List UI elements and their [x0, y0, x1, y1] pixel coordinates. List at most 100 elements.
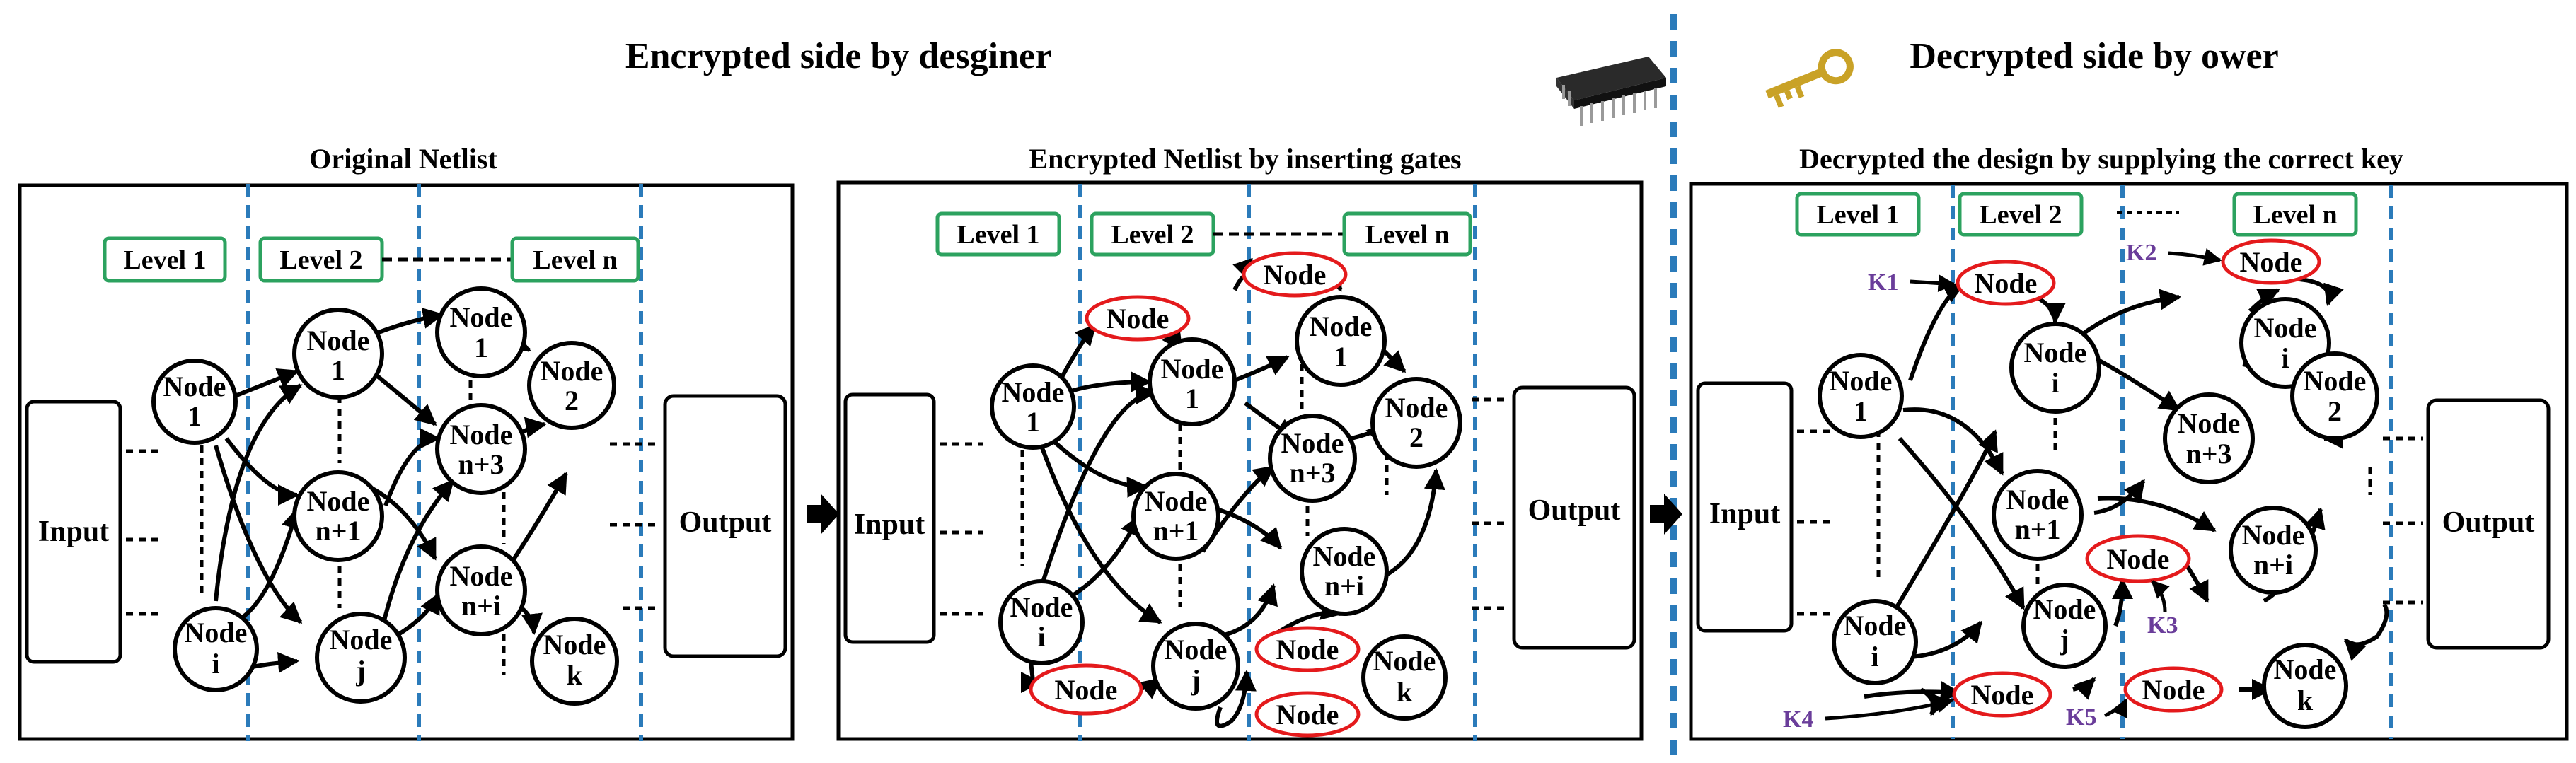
- input-block: Input: [25, 400, 122, 664]
- panel-title-original: Original Netlist: [309, 143, 497, 175]
- panel-decrypted-netlist: Decrypted the design by supplying the co…: [1689, 143, 2569, 741]
- enc-node-i: Node: [1010, 591, 1073, 623]
- key-gate-3: [2085, 534, 2191, 583]
- key-gate-2: [2221, 238, 2321, 285]
- dec-node-i-l3: Node: [2254, 312, 2317, 344]
- svg-text:Node: Node: [1276, 699, 1339, 730]
- svg-text:Input: Input: [1709, 498, 1780, 530]
- svg-text:Level 1: Level 1: [1816, 200, 1899, 230]
- panel-title-encrypted: Encrypted Netlist by inserting gates: [1029, 143, 1461, 175]
- level-2-box-p3: Level 2: [1958, 192, 2084, 237]
- svg-text:2: 2: [2328, 395, 2342, 427]
- svg-text:j: j: [2059, 624, 2069, 656]
- panel-original-netlist: Original Netlist Level 1 Level 2 Level n…: [18, 143, 795, 741]
- dec-node-j: Node: [2033, 593, 2096, 625]
- node-1-l1: Node: [163, 371, 226, 402]
- svg-text:i: i: [212, 648, 219, 680]
- key-k5: K5: [2066, 704, 2096, 730]
- svg-text:j: j: [355, 655, 365, 687]
- key-icon: [1765, 49, 1854, 108]
- enc-node-1-l3: Node: [1310, 310, 1373, 342]
- svg-text:1: 1: [474, 332, 488, 363]
- dec-node-n3: Node: [2178, 407, 2241, 439]
- svg-text:Input: Input: [854, 508, 925, 541]
- enc-node-j: Node: [1165, 634, 1228, 665]
- inserted-gate-1: [1085, 295, 1191, 342]
- node-2: Node: [541, 355, 603, 387]
- node-n3: Node: [450, 419, 513, 450]
- enc-node-1-l1: Node: [1002, 376, 1065, 408]
- svg-text:Level n: Level n: [533, 245, 617, 275]
- svg-text:j: j: [1190, 664, 1200, 696]
- dec-node-i-l2: Node: [2024, 337, 2087, 368]
- dec-node-n1: Node: [2006, 484, 2069, 516]
- inserted-gate-4: [1254, 626, 1361, 672]
- enc-node-n1: Node: [1145, 485, 1208, 517]
- svg-text:i: i: [2051, 367, 2059, 399]
- enc-node-ni: Node: [1313, 540, 1376, 572]
- key-k3: K3: [2147, 612, 2178, 639]
- dec-node-k: Node: [2274, 653, 2337, 685]
- chip-icon: [1556, 57, 1666, 126]
- transition-arrow-1: [807, 494, 839, 535]
- svg-text:Node: Node: [1264, 259, 1327, 291]
- enc-node-1-l2: Node: [1161, 353, 1224, 385]
- svg-text:1: 1: [1185, 383, 1199, 414]
- svg-text:1: 1: [331, 354, 345, 386]
- input-block-p2: Input: [843, 392, 936, 644]
- svg-text:Output: Output: [679, 506, 772, 539]
- svg-text:k: k: [567, 659, 583, 691]
- dec-node-1: Node: [1830, 365, 1893, 397]
- svg-text:Node: Node: [2107, 543, 2170, 575]
- node-ni: Node: [450, 560, 513, 592]
- svg-text:n+i: n+i: [1324, 570, 1364, 602]
- svg-text:i: i: [2281, 342, 2289, 374]
- key-k4: K4: [1783, 706, 1813, 733]
- svg-text:i: i: [1037, 621, 1045, 653]
- svg-text:Level 1: Level 1: [123, 245, 206, 275]
- key-k2: K2: [2126, 240, 2156, 266]
- level-2-box: Level 2: [258, 236, 384, 283]
- level-n-box-p3: Level n: [2232, 192, 2358, 237]
- output-block-p3: Output: [2426, 398, 2551, 650]
- output-block: Output: [663, 394, 787, 658]
- transition-arrow-2: [1650, 494, 1682, 535]
- svg-text:1: 1: [1334, 341, 1348, 373]
- svg-text:Node: Node: [1975, 267, 2038, 299]
- dec-node-i: Node: [1844, 610, 1907, 641]
- svg-text:k: k: [1397, 676, 1413, 708]
- svg-text:Level 2: Level 2: [1111, 220, 1194, 250]
- svg-text:Input: Input: [38, 516, 109, 548]
- svg-text:Output: Output: [1528, 494, 1621, 527]
- svg-text:Node: Node: [1276, 634, 1339, 665]
- svg-text:Level 1: Level 1: [957, 220, 1039, 250]
- node-j: Node: [330, 624, 393, 656]
- svg-text:Node: Node: [2142, 674, 2205, 706]
- inserted-gate-3: [1029, 663, 1143, 716]
- svg-text:2: 2: [1409, 421, 1423, 453]
- panel-encrypted-netlist: Encrypted Netlist by inserting gates Lev…: [836, 143, 1644, 741]
- node-1-l3: Node: [450, 301, 513, 333]
- key-k1: K1: [1868, 269, 1898, 296]
- svg-text:Node: Node: [1055, 674, 1118, 706]
- dec-node-2: Node: [2304, 365, 2367, 397]
- svg-text:Level 2: Level 2: [1979, 200, 2062, 230]
- svg-text:1: 1: [187, 400, 202, 432]
- level-n-box: Level n: [510, 236, 640, 283]
- node-k: Node: [543, 629, 606, 660]
- key-gate-5: [2123, 666, 2224, 713]
- svg-text:k: k: [2297, 685, 2314, 716]
- level-1-box: Level 1: [103, 236, 227, 283]
- panel-title-decrypted: Decrypted the design by supplying the co…: [1799, 143, 2403, 175]
- node-n1: Node: [307, 485, 370, 517]
- level-2-box-p2: Level 2: [1090, 211, 1215, 257]
- output-block-p2: Output: [1512, 385, 1636, 650]
- svg-text:n+i: n+i: [2253, 549, 2293, 581]
- svg-text:n+1: n+1: [2014, 513, 2060, 545]
- inserted-gate-5: [1254, 691, 1361, 738]
- svg-text:n+i: n+i: [461, 590, 501, 622]
- level-n-box-p2: Level n: [1342, 211, 1472, 257]
- svg-text:1: 1: [1854, 395, 1868, 427]
- svg-text:1: 1: [1026, 406, 1040, 438]
